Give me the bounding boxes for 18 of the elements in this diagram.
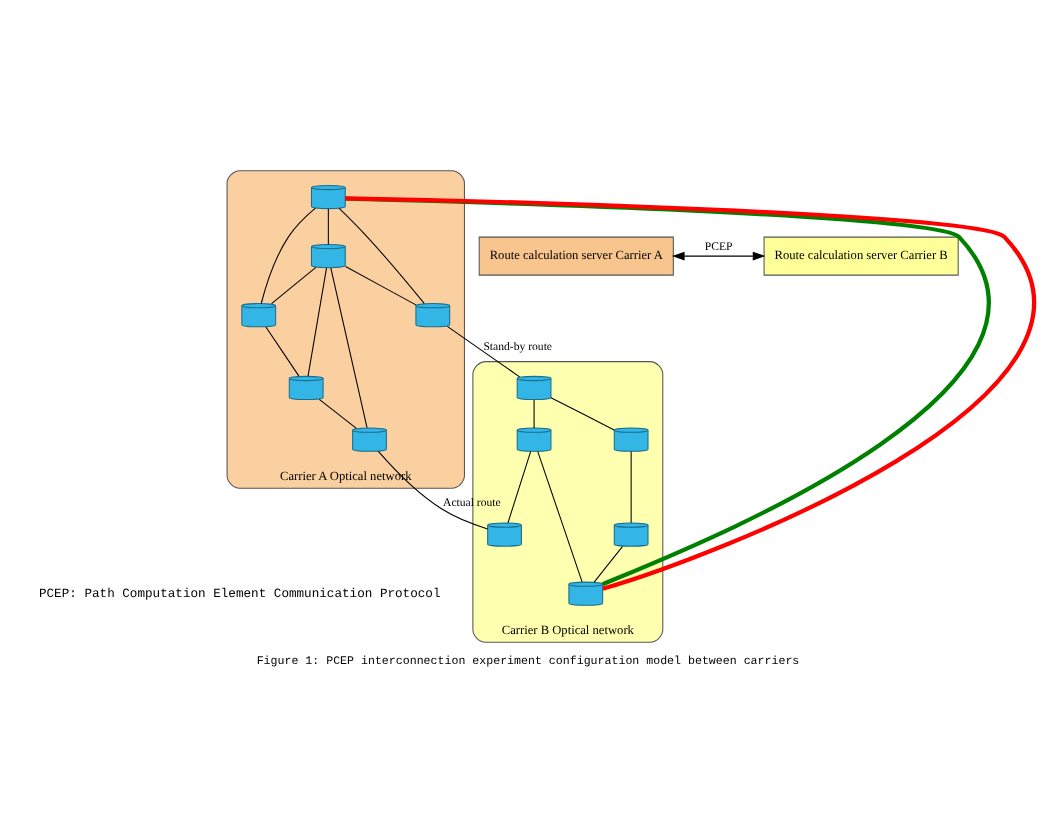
connector: [537, 450, 583, 582]
connector: [446, 324, 521, 377]
connector: [377, 449, 489, 529]
connector: [593, 545, 623, 582]
arrow: [671, 250, 766, 260]
connector: [507, 449, 532, 523]
connector: [271, 265, 317, 304]
connector: [550, 396, 615, 430]
connector: [533, 398, 535, 428]
connector: [327, 207, 329, 245]
connector: [330, 266, 368, 428]
connector: [307, 266, 328, 376]
connector: [260, 206, 316, 303]
connector: [338, 206, 425, 303]
connector: [630, 449, 632, 523]
connector: [345, 265, 417, 305]
connector: [318, 397, 357, 428]
connector: [265, 325, 300, 376]
